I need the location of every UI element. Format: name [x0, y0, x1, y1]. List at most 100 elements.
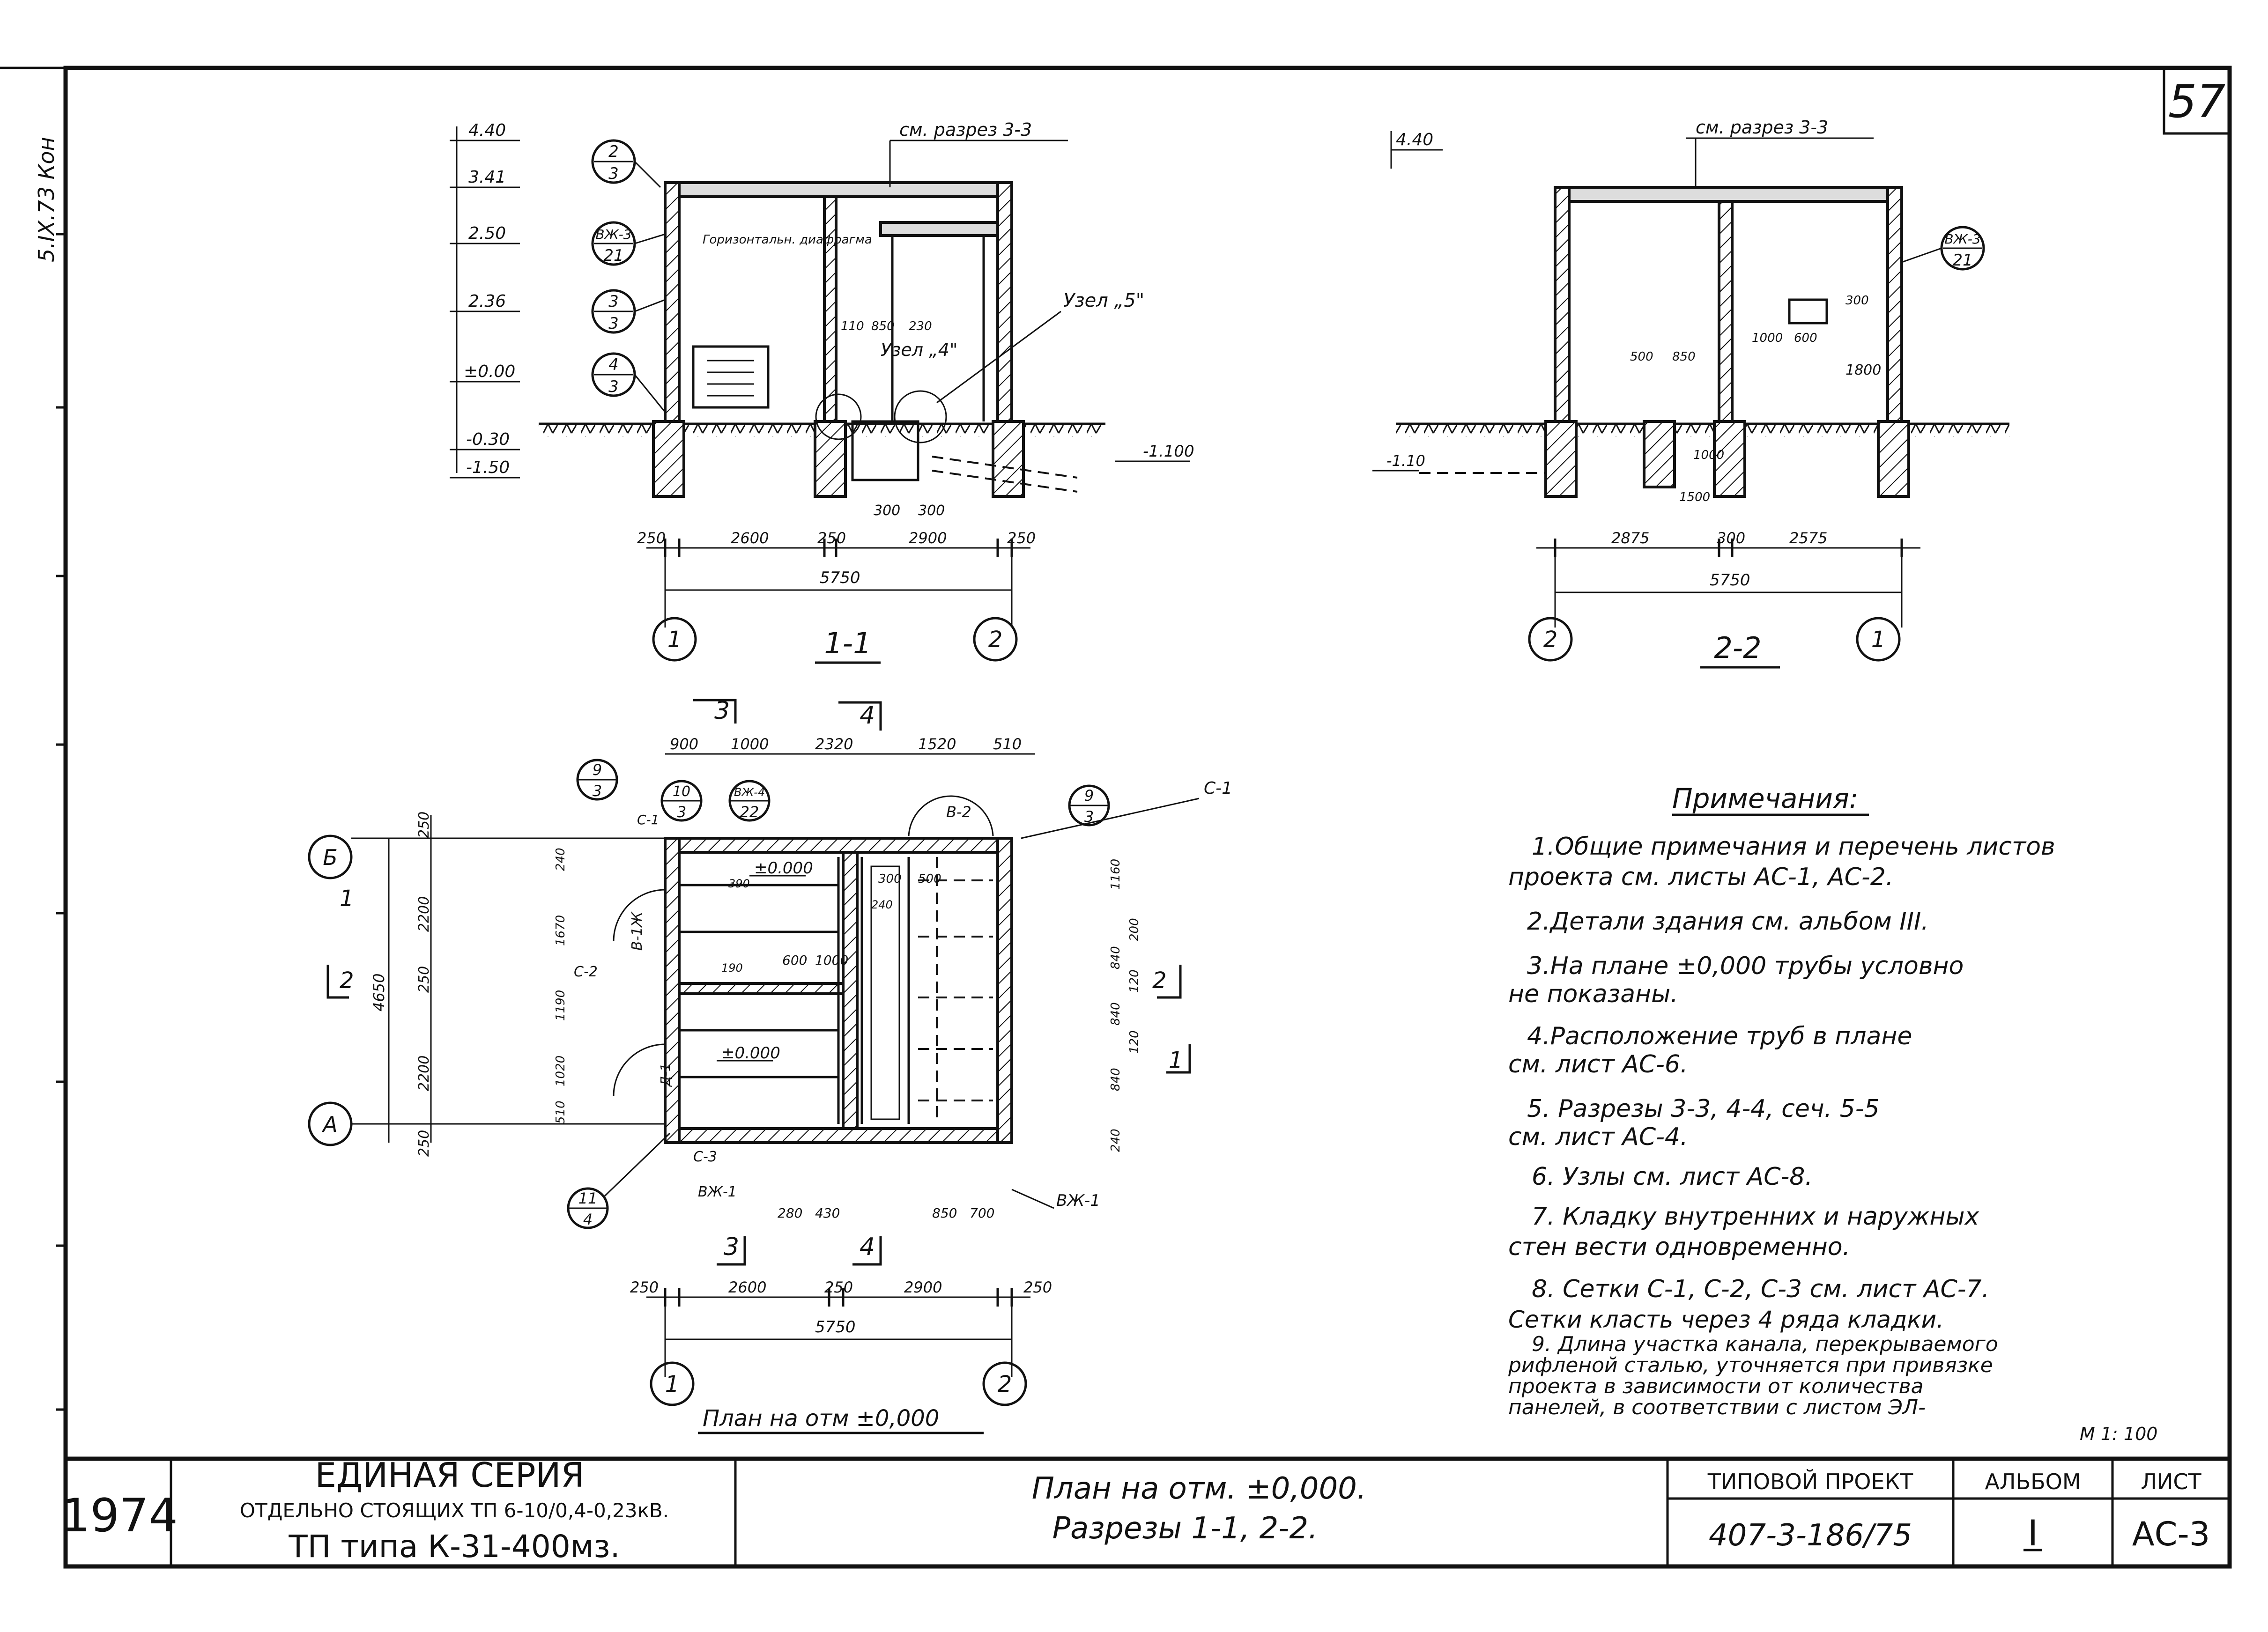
svg-text:3: 3 — [593, 782, 602, 800]
svg-text:240: 240 — [1109, 1129, 1123, 1152]
note-line: рифленой сталью, уточняется при привязке — [1508, 1353, 1993, 1377]
section-title: 1-1 — [824, 626, 871, 660]
svg-text:ВЖ-3: ВЖ-3 — [1944, 231, 1980, 247]
svg-text:ВЖ-1: ВЖ-1 — [698, 1184, 737, 1200]
svg-text:-1.100: -1.100 — [1143, 442, 1194, 461]
sheet-title-2: Разрезы 1-1, 2-2. — [1052, 1511, 1318, 1546]
svg-text:1000: 1000 — [1752, 331, 1783, 345]
title-block: 1974 ЕДИНАЯ СЕРИЯ ОТДЕЛЬНО СТОЯЩИХ ТП 6-… — [61, 1455, 2230, 1566]
callout-bubble: 2 3 — [591, 139, 661, 188]
svg-text:2.50: 2.50 — [468, 224, 506, 243]
svg-text:9: 9 — [1084, 787, 1094, 805]
note-line: проекта в зависимости от количества — [1508, 1374, 1924, 1398]
svg-text:280: 280 — [778, 1205, 802, 1221]
svg-text:2600: 2600 — [731, 529, 769, 547]
svg-text:500: 500 — [918, 872, 941, 886]
note-line: 7. Кладку внутренних и наружных — [1532, 1203, 1979, 1231]
svg-text:850: 850 — [871, 319, 895, 333]
svg-text:4: 4 — [860, 1233, 875, 1261]
svg-text:250: 250 — [817, 529, 846, 547]
note-line: 8. Сетки С-1, С-2, С-3 см. лист АС-7. — [1532, 1275, 1989, 1303]
svg-text:С-1: С-1 — [637, 812, 659, 827]
svg-text:-1.10: -1.10 — [1386, 452, 1425, 470]
diaphragm-note: Горизонтальн. диафрагма — [703, 233, 872, 247]
svg-text:850: 850 — [1672, 350, 1696, 364]
sheet-title-1: План на отм. ±0,000. — [1032, 1471, 1366, 1506]
svg-text:240: 240 — [871, 898, 893, 911]
svg-text:Б: Б — [323, 845, 338, 870]
svg-text:500: 500 — [1630, 350, 1653, 364]
svg-text:11: 11 — [578, 1189, 598, 1207]
svg-text:300: 300 — [1846, 294, 1869, 308]
svg-text:ВЖ-3: ВЖ-3 — [595, 227, 631, 242]
tp-type: ТП типа К-31-400мз. — [288, 1529, 620, 1565]
svg-text:2: 2 — [1543, 627, 1558, 653]
svg-text:3: 3 — [608, 314, 619, 333]
svg-text:3.41: 3.41 — [468, 168, 506, 187]
svg-text:С-2: С-2 — [574, 964, 598, 980]
note-line: 6. Узлы см. лист АС-8. — [1532, 1163, 1813, 1191]
svg-text:250: 250 — [416, 1130, 432, 1157]
notes-block: Примечания: 1.Общие примечания и перечен… — [1508, 783, 2157, 1444]
svg-text:9: 9 — [593, 761, 602, 779]
svg-text:Д-1: Д-1 — [658, 1063, 673, 1087]
svg-text:1: 1 — [340, 886, 354, 912]
svg-text:С-1: С-1 — [1204, 779, 1232, 798]
svg-text:3: 3 — [677, 803, 686, 821]
album-label: АЛЬБОМ — [1985, 1469, 2081, 1494]
note-line: 4.Расположение труб в плане — [1527, 1022, 1912, 1050]
svg-text:2200: 2200 — [416, 1056, 432, 1091]
svg-text:2: 2 — [998, 1371, 1012, 1397]
svg-text:1500: 1500 — [1679, 490, 1710, 504]
note-line: не показаны. — [1508, 980, 1678, 1008]
project-value: 407-3-186/75 — [1709, 1518, 1912, 1553]
note-line: 2.Детали здания см. альбом III. — [1527, 908, 1929, 936]
section-2-2: 4.40 см. разрез 3-3 -1.10 ВЖ-3 21 500 85… — [1372, 117, 2009, 669]
svg-text:250: 250 — [630, 1278, 659, 1296]
svg-text:4: 4 — [608, 355, 619, 374]
svg-text:2: 2 — [1152, 967, 1167, 994]
note-line: Сетки класть через 4 ряда кладки. — [1508, 1306, 1944, 1333]
album-value: I — [2028, 1512, 2038, 1554]
svg-text:1520: 1520 — [918, 735, 956, 753]
callout-bubble: 9 3 — [1068, 784, 1110, 827]
svg-text:600: 600 — [782, 953, 807, 968]
svg-text:1020: 1020 — [554, 1056, 568, 1086]
svg-text:2: 2 — [340, 967, 354, 994]
svg-text:300: 300 — [1717, 529, 1745, 547]
svg-text:4650: 4650 — [370, 974, 388, 1012]
dimension-chain: 250 2600 250 2900 250 5750 — [637, 529, 1036, 628]
svg-text:1190: 1190 — [554, 990, 568, 1021]
svg-text:300: 300 — [878, 872, 902, 886]
svg-text:1000: 1000 — [1693, 448, 1724, 462]
svg-text:300: 300 — [874, 502, 900, 519]
callout-bubble: ВЖ-3 21 — [591, 221, 666, 266]
note-line: проекта см. листы АС-1, АС-2. — [1508, 863, 1893, 891]
svg-text:-0.30: -0.30 — [466, 430, 510, 449]
svg-text:3: 3 — [608, 292, 619, 311]
notes-title: Примечания: — [1672, 783, 1858, 814]
note-line: 9. Длина участка канала, перекрываемого — [1532, 1332, 1998, 1356]
svg-text:3: 3 — [714, 697, 730, 725]
svg-text:390: 390 — [728, 877, 750, 890]
svg-text:С-3: С-3 — [693, 1149, 717, 1165]
section-1-1: 4.40 3.41 2.50 2.36 ±0.00 -0.30 -1.50 2 … — [450, 119, 1194, 664]
svg-text:22: 22 — [740, 803, 759, 821]
svg-text:21: 21 — [1952, 251, 1972, 270]
svg-text:±0.000: ±0.000 — [721, 1044, 780, 1063]
svg-text:900: 900 — [670, 735, 698, 753]
svg-text:840: 840 — [1109, 1068, 1123, 1091]
svg-text:21: 21 — [603, 246, 623, 265]
svg-text:2900: 2900 — [904, 1278, 942, 1296]
callout-bubble: 3 3 — [591, 289, 666, 334]
svg-text:В-1Ж: В-1Ж — [629, 911, 645, 951]
callout-bubble: 11 4 — [567, 1132, 671, 1229]
project-label: ТИПОВОЙ ПРОЕКТ — [1707, 1469, 1913, 1494]
svg-text:1: 1 — [667, 627, 682, 653]
dimension-chain: 2875 300 2575 5750 — [1536, 529, 1920, 628]
svg-text:3: 3 — [724, 1233, 739, 1261]
svg-text:ВЖ-4: ВЖ-4 — [734, 786, 765, 799]
note-line: стен вести одновременно. — [1508, 1233, 1850, 1261]
svg-text:200: 200 — [1127, 918, 1141, 941]
